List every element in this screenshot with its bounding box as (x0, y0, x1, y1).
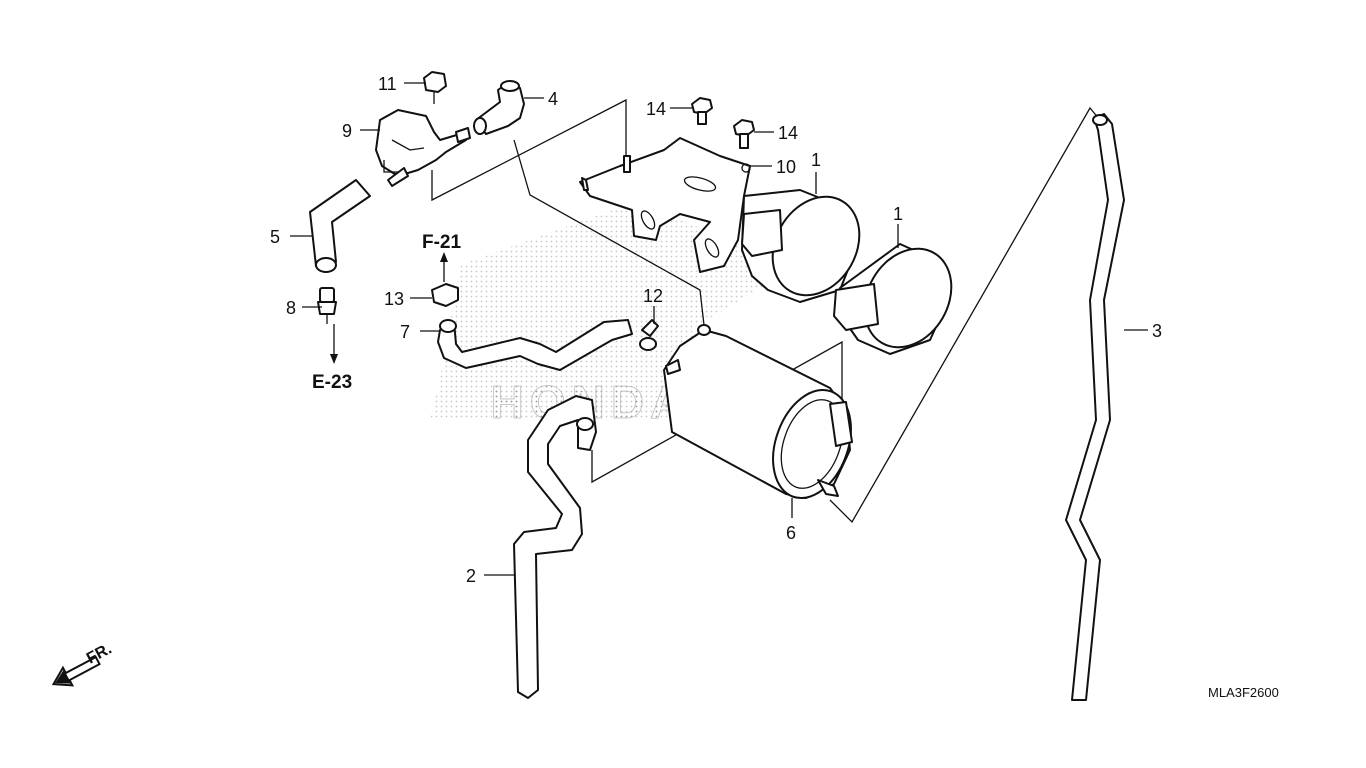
reference-e23[interactable]: E-23 (312, 372, 352, 393)
callout-13: 13 (384, 289, 404, 309)
callout-6: 6 (786, 523, 796, 543)
callout-2: 2 (466, 566, 476, 586)
front-direction-indicator: FR. (51, 640, 115, 687)
part-1-band-b (833, 243, 953, 355)
reference-f21[interactable]: F-21 (422, 232, 462, 253)
callout-3: 3 (1152, 321, 1162, 341)
part-3-hose (1065, 113, 1125, 701)
part-2-hose (513, 395, 597, 699)
callout-9: 9 (342, 121, 352, 141)
callout-10: 10 (776, 157, 796, 177)
part-11-nut (423, 71, 447, 104)
callout-14-a: 14 (646, 99, 666, 119)
part-4-elbow-hose (473, 80, 525, 135)
callout-5: 5 (270, 227, 280, 247)
callout-labels: 11 9 4 5 8 13 7 14 14 10 12 1 1 3 2 6 (270, 74, 1162, 586)
callout-12: 12 (643, 286, 663, 306)
part-8-fitting (317, 287, 337, 324)
part-6-canister (663, 324, 853, 500)
part-9-solenoid-valve (375, 109, 471, 187)
part-14-bolt-b (733, 119, 755, 149)
part-13-clip (431, 283, 459, 307)
part-1-band-a (741, 189, 861, 303)
callout-14-b: 14 (778, 123, 798, 143)
callout-4: 4 (548, 89, 558, 109)
callout-7: 7 (400, 322, 410, 342)
callout-8: 8 (286, 298, 296, 318)
callout-11: 11 (378, 74, 397, 94)
part-5-hose (309, 179, 371, 273)
drawing-code: MLA3F2600 (1208, 685, 1279, 700)
callout-1-a: 1 (811, 150, 821, 170)
part-10-bracket (579, 137, 751, 273)
callout-1-b: 1 (893, 204, 903, 224)
callout-leaders (290, 82, 1148, 576)
reference-arrows (330, 252, 448, 364)
part-14-bolt-a (691, 97, 713, 125)
part-7-hose (437, 319, 633, 371)
